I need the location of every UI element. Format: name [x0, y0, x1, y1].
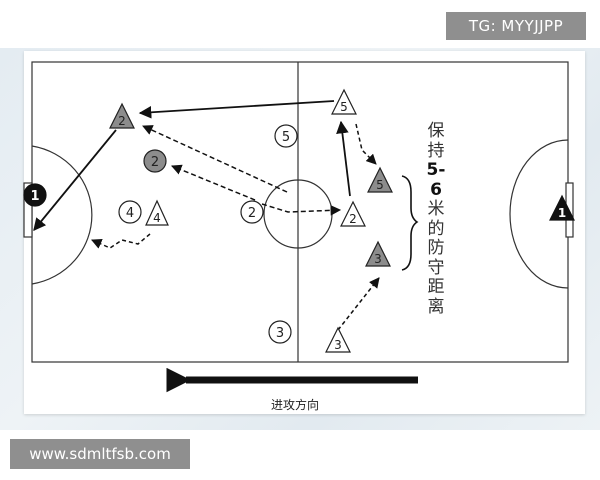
defender-3-grey-marker	[365, 240, 391, 267]
diagram-card	[24, 51, 585, 414]
movement-arrows	[33, 100, 419, 331]
defender-5-marker	[331, 88, 357, 115]
telegram-watermark: TG: MYYJJPP	[446, 12, 586, 40]
defender-2-grey-marker	[109, 102, 135, 129]
dashed-arrow-4	[91, 233, 151, 249]
left-goal	[23, 182, 33, 238]
defender-5-grey-marker	[367, 166, 393, 193]
attacker-1: 1	[23, 183, 47, 207]
defence-distance-note: 保持5-6米的防守距离	[424, 121, 448, 317]
attacker-3-label: 3	[276, 326, 284, 341]
attacker-4-label: 4	[126, 206, 134, 221]
note-distance: 5-6	[426, 160, 446, 200]
dashed-arrow-1	[142, 125, 288, 193]
goalkeeper-1: 1	[549, 194, 575, 221]
defender-4-marker	[145, 199, 169, 226]
goalkeeper-1-label: 1	[558, 206, 566, 220]
defender-3: 3	[325, 326, 351, 353]
attacker-2-marker	[240, 200, 264, 224]
defender-3-grey-label: 3	[374, 252, 382, 266]
defender-2-grey: 2	[109, 102, 135, 129]
defender-3-marker	[325, 326, 351, 353]
attacker-1-marker	[23, 183, 47, 207]
site-watermark: www.sdmltfsb.com	[10, 439, 190, 469]
defender-4-label: 4	[153, 211, 161, 225]
attackers: 1 2 2 4 5 3	[23, 124, 298, 344]
attacker-3: 3	[268, 320, 292, 344]
defender-2-label: 2	[349, 212, 357, 226]
note-prefix: 保持	[427, 121, 445, 161]
note-suffix: 米的防守距离	[427, 199, 445, 317]
defender-2: 2	[340, 200, 366, 227]
attacker-5: 5	[274, 124, 298, 148]
attacker-5-label: 5	[282, 130, 290, 145]
attacker-2: 2	[240, 200, 264, 224]
run-arrow-solid	[336, 120, 351, 197]
defender-5-grey: 5	[367, 166, 393, 193]
right-penalty-arc	[509, 139, 569, 289]
defender-5-label: 5	[340, 100, 348, 114]
pass-arrow-long	[138, 100, 335, 119]
attacker-5-marker	[274, 124, 298, 148]
defender-5-grey-label: 5	[376, 178, 384, 192]
attacker-4-marker	[118, 200, 142, 224]
defender-5: 5	[331, 88, 357, 115]
defender-3-grey: 3	[365, 240, 391, 267]
pitch-boundary	[31, 61, 569, 363]
dashed-arrow-2	[171, 164, 256, 201]
attacker-2-grey: 2	[143, 149, 167, 173]
attacker-3-marker	[268, 320, 292, 344]
pass-arrow-diagonal	[33, 129, 117, 231]
defenders: 2 4 5 5 2 3 3 1	[109, 88, 575, 353]
attacker-1-label: 1	[30, 189, 39, 204]
defender-3-label: 3	[334, 338, 342, 352]
attacker-2-grey-marker	[143, 149, 167, 173]
defence-brace	[401, 175, 419, 271]
defender-2-grey-label: 2	[118, 114, 126, 128]
defender-2-marker	[340, 200, 366, 227]
defender-4: 4	[145, 199, 169, 226]
attacker-2-label: 2	[248, 206, 256, 221]
left-penalty-arc	[31, 145, 93, 285]
dashed-arrow-6	[337, 277, 380, 331]
attacker-2-grey-label: 2	[151, 155, 159, 170]
attacker-4: 4	[118, 200, 142, 224]
pitch	[23, 61, 574, 363]
attack-direction-label: 进攻方向	[270, 398, 319, 412]
dashed-arrow-5	[355, 123, 377, 165]
goalkeeper-1-marker	[549, 194, 575, 221]
dashed-arrow-3	[261, 203, 342, 216]
